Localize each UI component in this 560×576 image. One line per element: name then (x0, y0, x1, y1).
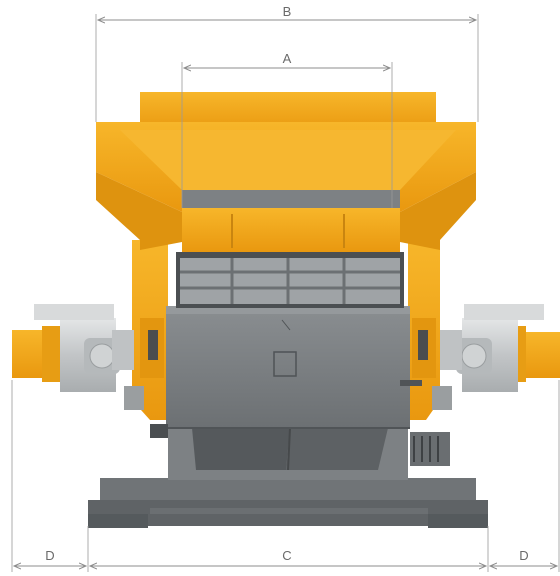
base-frame (88, 478, 488, 528)
left-support (132, 240, 168, 420)
dimension-label-d-right: D (519, 548, 528, 563)
right-drive-unit (432, 304, 560, 410)
dimension-d-left: D (14, 548, 86, 566)
dimension-label-c: C (282, 548, 291, 563)
dimension-annotations: B A D C D (11, 4, 560, 572)
main-housing (166, 306, 410, 429)
left-fitting (150, 424, 168, 438)
hydraulic-block (400, 380, 450, 466)
shredder-machine (12, 92, 560, 528)
left-drive-unit (12, 304, 144, 410)
dimension-a: A (181, 51, 393, 208)
dimension-label-a: A (283, 51, 292, 66)
feed-hopper (96, 92, 476, 252)
dimension-b: B (95, 4, 479, 122)
dimension-d-right: D (490, 548, 557, 566)
dimension-c: C (90, 548, 486, 566)
discharge-chute (168, 420, 408, 480)
right-support (408, 240, 440, 420)
dimension-label-b: B (283, 4, 292, 19)
dimension-label-d-left: D (45, 548, 54, 563)
cutting-chamber (176, 252, 404, 308)
